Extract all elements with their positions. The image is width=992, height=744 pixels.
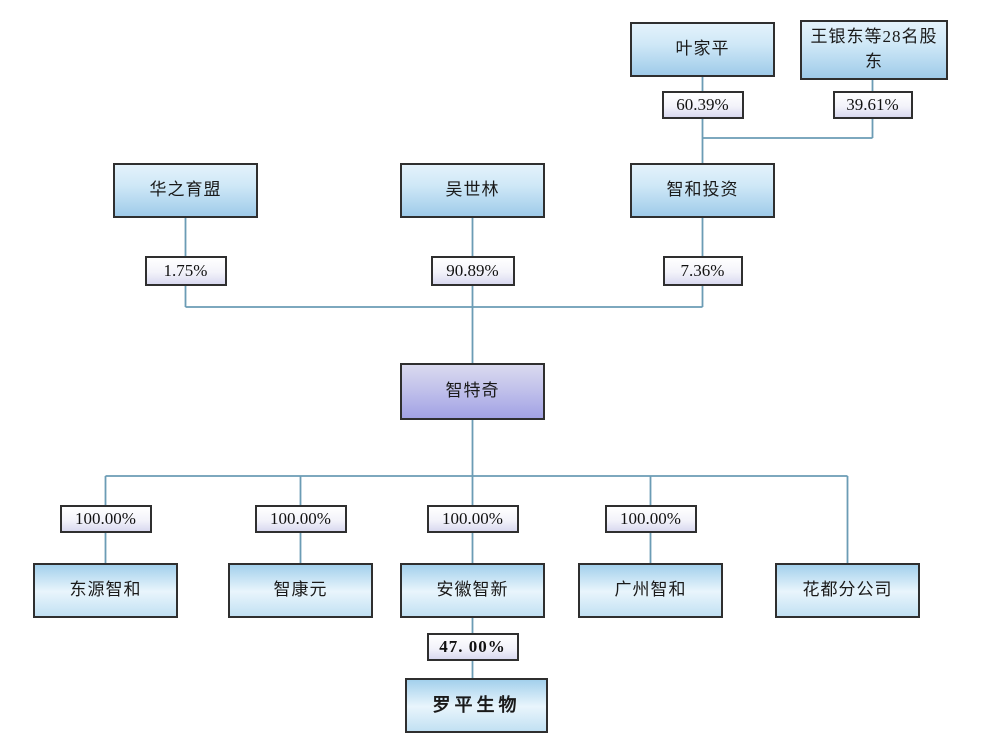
- pct-luoping-47: 47. 00%: [426, 633, 519, 661]
- node-luoping-bio: 罗平生物: [405, 678, 548, 733]
- pct-wu-shilin-90-89: 90.89%: [430, 256, 515, 286]
- node-dongyuan-zhihe: 东源智和: [33, 563, 178, 618]
- node-zhiteqi: 智特奇: [400, 363, 545, 420]
- pct-huazhi-1-75: 1.75%: [144, 256, 227, 286]
- node-huadu-branch: 花都分公司: [775, 563, 920, 618]
- pct-zhikangyuan-100: 100.00%: [254, 505, 347, 533]
- node-zhihe-investment: 智和投资: [630, 163, 775, 218]
- node-anhui-zhixin: 安徽智新: [400, 563, 545, 618]
- node-ye-jiaping: 叶家平: [630, 22, 775, 77]
- node-wang-yindong-28-shareholders: 王银东等28名股东: [800, 20, 948, 80]
- node-wu-shilin: 吴世林: [400, 163, 545, 218]
- pct-dongyuan-100: 100.00%: [59, 505, 152, 533]
- node-huazhi-yumeng: 华之育盟: [113, 163, 258, 218]
- pct-anhui-100: 100.00%: [426, 505, 519, 533]
- node-guangzhou-zhihe: 广州智和: [578, 563, 723, 618]
- pct-zhihe-7-36: 7.36%: [662, 256, 743, 286]
- pct-ye-jiaping-60-39: 60.39%: [661, 91, 744, 119]
- node-zhikangyuan: 智康元: [228, 563, 373, 618]
- pct-guangzhou-100: 100.00%: [604, 505, 697, 533]
- pct-wang-yindong-39-61: 39.61%: [832, 91, 913, 119]
